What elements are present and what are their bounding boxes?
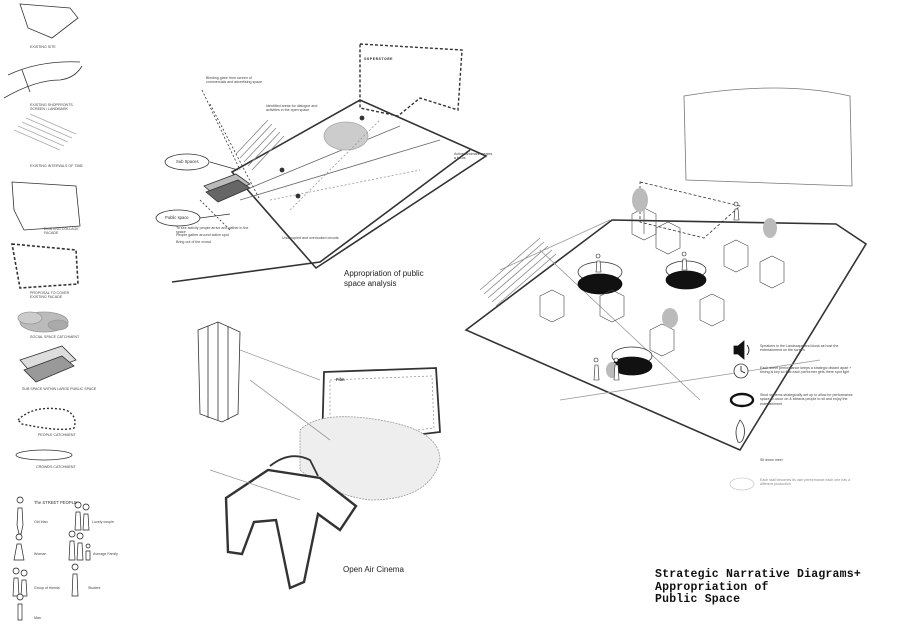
performance-note-sit: Sit down mee!	[760, 458, 783, 462]
legend-label-intervals: EXISTING INTERVALS OF TIME	[30, 164, 83, 168]
analysis-note-mid: Identified areas for dialogue and activi…	[266, 104, 318, 113]
analysis-note-right: Active landmark creates a focus	[454, 152, 493, 161]
performance-backdrop-screen	[683, 87, 853, 187]
legend-crowds-catchment-icon	[15, 449, 73, 461]
lovely-couple-figure	[74, 501, 90, 531]
legend-label-collage-facade: EXISTING COLLAGE FACADE	[44, 227, 79, 235]
stall-icon	[729, 477, 755, 491]
student-figure	[71, 563, 79, 597]
legend-label-social-catchment: SOCIAL SPACE CATCHMENT	[30, 335, 80, 339]
performance-legend-icons	[729, 340, 755, 491]
analysis-note-public: To see activity people arrive and gather…	[176, 226, 249, 235]
cinema-caption: Open Air Cinema	[343, 565, 404, 574]
average-family-figure	[68, 530, 91, 561]
performance-note-stall: Each stall becomes its own performance e…	[760, 478, 851, 487]
steps	[235, 119, 285, 171]
performance-note-speakers: Speakers in the Landscape and kiosk as h…	[760, 344, 839, 353]
sheet-title-line2: Appropriation of	[655, 580, 769, 594]
speaker-icon	[733, 340, 745, 360]
stool-icon	[729, 392, 755, 408]
legend-sub-space-icon	[19, 345, 77, 383]
analysis-plaza-outline	[230, 99, 488, 270]
people-label-woman: Woman	[34, 552, 47, 556]
group-of-friends-figure	[12, 567, 28, 597]
woman-figure	[13, 533, 25, 561]
analysis-note-bottom: Unoccupied and overlooked circuits	[282, 236, 339, 240]
legend-existing-site-icon	[19, 3, 79, 39]
man-figure	[16, 593, 24, 621]
analysis-caption-line1: Appropriation of public	[344, 269, 424, 278]
stall-kiosks	[539, 207, 785, 357]
legend-people-catchment-icon	[17, 407, 76, 431]
legend-shopfronts-icon	[3, 61, 83, 99]
cinema-seating-form	[224, 468, 358, 590]
performance-plaza-outline	[464, 219, 868, 452]
people-label-old-man: Old Man	[34, 520, 48, 524]
sub-spaces-label: Sub Spaces	[176, 159, 199, 164]
legend-social-catchment-icon	[17, 311, 69, 333]
street-people-heading: The STREET PEOPLE	[34, 500, 77, 505]
people-label-group-of-friends: Group of friends	[34, 586, 60, 590]
people-label-student: Student	[88, 586, 101, 590]
people-label-man: Man	[34, 616, 41, 620]
legend-collage-facade-icon	[11, 181, 81, 231]
old-man-figure	[16, 496, 24, 535]
sheet-title-line1: Strategic Narrative Diagrams+	[655, 568, 861, 581]
cinema-screen-label: Film	[336, 377, 345, 382]
sheet-title-line3: Public Space	[655, 593, 741, 607]
analysis-note-time: Bring out of the crowd	[176, 240, 211, 244]
cinema-tower	[197, 321, 241, 423]
legend-cover-facade-icon	[11, 243, 79, 289]
analysis-caption: Appropriation of public space analysis	[344, 270, 424, 288]
superstore-sign: SUPERSTORE	[364, 58, 394, 62]
legend-label-cover-facade: PROPOSAL TO COVER EXISTING FACADE	[30, 291, 70, 299]
people-label-lovely-couple: Lovely couple	[92, 520, 114, 524]
legend-label-people-catchment: PEOPLE CATCHMENT	[38, 433, 76, 437]
performer-figures	[593, 201, 740, 381]
public-space-label: Public space	[165, 215, 189, 220]
analysis-note-gather: People gather around active spot	[176, 233, 229, 237]
superstore-screen	[359, 43, 463, 117]
people-label-average-family: Average Family	[93, 552, 118, 556]
performance-diagram	[464, 87, 868, 452]
cinema-diagram	[197, 321, 441, 590]
person-icon	[735, 419, 745, 443]
analysis-note-top: Blinding glare from screen of commercial…	[206, 76, 263, 85]
legend-intervals-icon	[13, 113, 77, 151]
legend-label-existing-site: EXISTING SITE	[30, 45, 56, 49]
analysis-caption-line2: space analysis	[344, 279, 397, 288]
performance-steps	[479, 237, 557, 307]
stool-3	[611, 346, 653, 376]
performance-note-timing: Each street performance keeps a strategi…	[760, 366, 852, 375]
legend-label-shopfronts: EXISTING SHOPFRONTS SCREEN / LANDMARK	[30, 103, 73, 111]
performance-note-stools: Stool systems strategically set up to al…	[760, 393, 853, 406]
analysis-diagram	[155, 43, 488, 283]
legend-label-sub-space: SUB SPACE WITHIN LARGE PUBLIC SPACE	[22, 387, 97, 391]
legend-label-crowds-catchment: CROWDS CATCHMENT	[36, 465, 76, 469]
street-people-figures	[12, 496, 91, 621]
sheet-title: Strategic Narrative Diagrams+ Appropriat…	[655, 568, 861, 607]
cinema-audience-zone	[299, 416, 441, 501]
